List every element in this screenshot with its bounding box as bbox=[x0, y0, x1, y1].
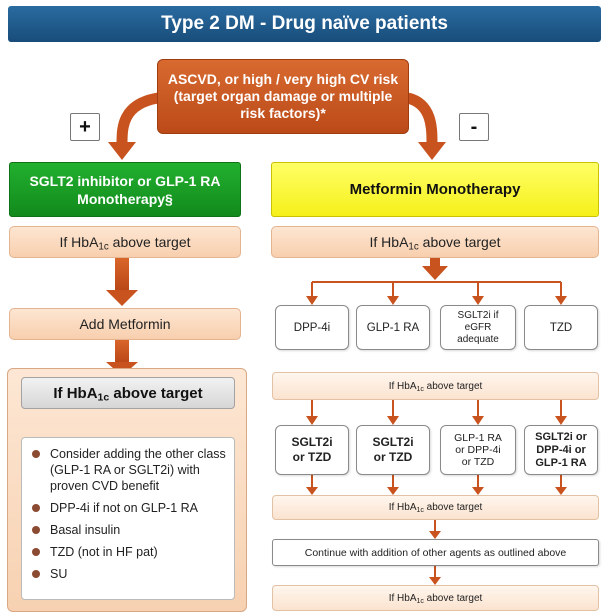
minus-label: - bbox=[459, 113, 489, 141]
left-option: DPP-4i if not on GLP-1 RA bbox=[26, 500, 228, 516]
decision-text: ASCVD, or high / very high CV risk (targ… bbox=[167, 71, 399, 121]
left-options-list-box: Consider adding the other class (GLP-1 R… bbox=[21, 437, 235, 600]
branch-arrow-right-head bbox=[418, 142, 446, 160]
left-arrow-1-shaft bbox=[115, 258, 129, 292]
left-step2-text: Add Metformin bbox=[79, 316, 171, 332]
right-option-row1: TZD bbox=[524, 305, 598, 350]
right-bar3: If HbA1c above target bbox=[272, 585, 599, 611]
branch-arrow-right bbox=[406, 92, 438, 145]
left-top-text: SGLT2 inhibitor or GLP-1 RA Monotherapy§ bbox=[29, 172, 221, 207]
left-top-box: SGLT2 inhibitor or GLP-1 RA Monotherapy§ bbox=[9, 162, 241, 217]
left-options-list: Consider adding the other class (GLP-1 R… bbox=[26, 446, 228, 582]
right-top-box: Metformin Monotherapy bbox=[271, 162, 599, 217]
left-step1-box: If HbA1c above target bbox=[9, 226, 241, 258]
right-continue-text: Continue with addition of other agents a… bbox=[304, 546, 567, 559]
left-arrow-2-shaft bbox=[115, 340, 129, 364]
right-big-arrow-head bbox=[422, 266, 448, 280]
left-step1-text: If HbA1c above target bbox=[59, 234, 191, 253]
branch-arrow-left-head bbox=[108, 142, 136, 160]
left-option: Basal insulin bbox=[26, 522, 228, 538]
decision-box: ASCVD, or high / very high CV risk (targ… bbox=[157, 59, 409, 134]
right-option-row1: GLP-1 RA bbox=[356, 305, 430, 350]
right-top-text: Metformin Monotherapy bbox=[349, 181, 521, 198]
right-bar1: If HbA1c above target bbox=[272, 372, 599, 400]
left-step3-text: If HbA1c above target bbox=[53, 384, 203, 404]
right-step1-box: If HbA1c above target bbox=[271, 226, 599, 258]
left-step3-box: If HbA1c above target bbox=[21, 377, 235, 409]
right-option-row2: SGLT2i or TZD bbox=[275, 425, 349, 475]
left-option: Consider adding the other class (GLP-1 R… bbox=[26, 446, 228, 494]
right-continue-box: Continue with addition of other agents a… bbox=[272, 539, 599, 566]
right-step1-text: If HbA1c above target bbox=[369, 234, 501, 253]
right-option-row2: SGLT2i or DPP-4i or GLP-1 RA bbox=[524, 425, 598, 475]
plus-label: + bbox=[70, 113, 100, 141]
left-step2-box: Add Metformin bbox=[9, 308, 241, 340]
right-option-row2: SGLT2i or TZD bbox=[356, 425, 430, 475]
left-option: SU bbox=[26, 566, 228, 582]
right-option-row1: SGLT2i if eGFR adequate bbox=[440, 305, 516, 350]
right-big-arrow-shaft bbox=[430, 258, 440, 268]
right-option-row1: DPP-4i bbox=[275, 305, 349, 350]
branch-arrow-left bbox=[116, 92, 160, 145]
left-option: TZD (not in HF pat) bbox=[26, 544, 228, 560]
right-bar2: If HbA1c above target bbox=[272, 495, 599, 520]
right-option-row2: GLP-1 RA or DPP-4i or TZD bbox=[440, 425, 516, 475]
left-arrow-1-head bbox=[106, 290, 138, 306]
header-bar: Type 2 DM - Drug naïve patients bbox=[8, 6, 601, 42]
header-title: Type 2 DM - Drug naïve patients bbox=[161, 13, 448, 34]
